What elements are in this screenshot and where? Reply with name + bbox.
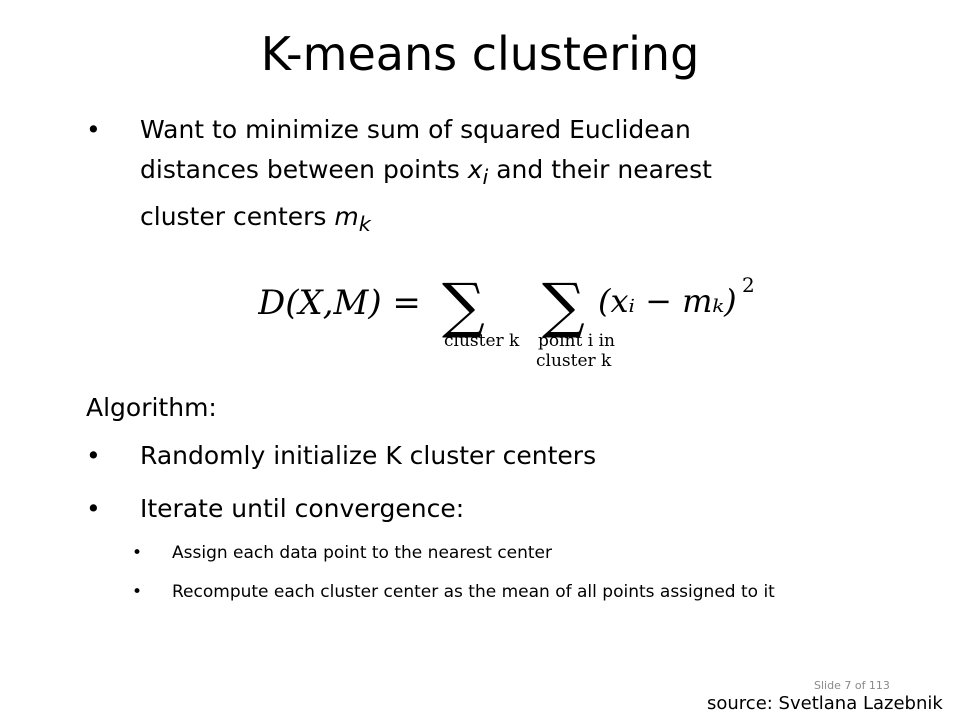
bullet-dot: • <box>86 494 101 523</box>
formula-lhs: D(X,M) = <box>258 283 421 323</box>
bullet-dot: • <box>86 115 101 144</box>
substep-item: • Assign each data point to the nearest … <box>132 540 882 566</box>
step-text: Iterate until convergence: <box>140 494 465 523</box>
step-item: • Randomly initialize K cluster centers <box>86 438 596 474</box>
sum2-subscript-line1: point i in <box>538 331 615 351</box>
bullet-dot: • <box>132 543 143 563</box>
intro-text: Want to minimize sum of squared Euclidea… <box>140 110 786 244</box>
slide-title: K-means clustering <box>260 27 700 81</box>
sum2-subscript-line2: cluster k <box>536 351 612 371</box>
sum-symbol-1: ∑ <box>442 271 485 341</box>
formula-term: (xᵢ − mₖ) <box>598 282 737 320</box>
algorithm-label: Algorithm: <box>86 393 217 422</box>
sum-symbol-2: ∑ <box>542 271 585 341</box>
var-x: x <box>467 155 483 184</box>
sub-i: i <box>482 165 489 189</box>
bullet-dot: • <box>132 582 143 602</box>
sub-k: k <box>358 212 371 236</box>
var-m: m <box>334 202 359 231</box>
substep-text: Assign each data point to the nearest ce… <box>172 543 553 563</box>
slide-number: Slide 7 of 113 <box>814 679 890 692</box>
formula-exponent: 2 <box>742 273 755 297</box>
distance-formula: D(X,M) = ∑ cluster k ∑ point i in cluste… <box>258 271 755 371</box>
step-text: Randomly initialize K cluster centers <box>140 441 597 470</box>
sum1-subscript: cluster k <box>444 331 520 351</box>
bullet-dot: • <box>86 441 101 470</box>
intro-bullet: • Want to minimize sum of squared Euclid… <box>86 110 786 244</box>
step-item: • Iterate until convergence: <box>86 491 464 527</box>
source-credit: source: Svetlana Lazebnik <box>707 693 943 714</box>
substep-text: Recompute each cluster center as the mea… <box>172 582 775 602</box>
intro-text-part1: Want to minimize sum of squared Euclidea… <box>140 115 691 184</box>
intro-text-part2: and their nearest cluster centers <box>140 155 712 231</box>
substep-item: • Recompute each cluster center as the m… <box>132 579 882 605</box>
